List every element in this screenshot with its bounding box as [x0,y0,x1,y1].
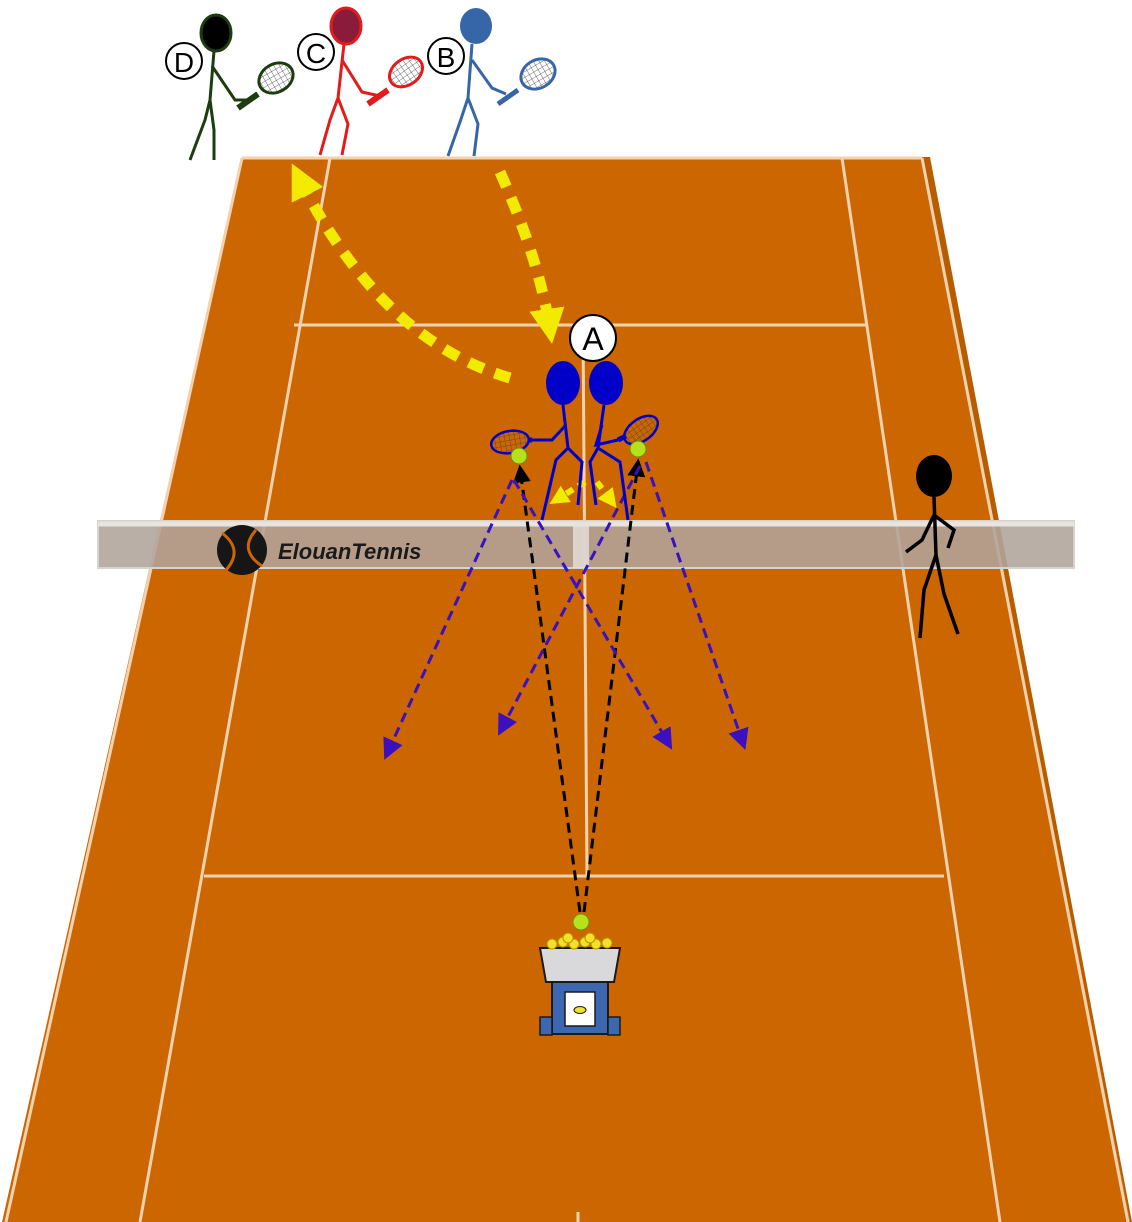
racket-icon [236,61,295,111]
arm [532,423,568,442]
shot-arrow-2 [512,479,673,750]
wheel-right [607,1016,621,1036]
player-d: D [165,13,295,161]
svg-text:A: A [582,321,604,357]
net [97,520,1075,569]
player-c: C [297,6,425,156]
coach-figure [904,455,960,639]
racket-icon [496,57,557,107]
player-b: B [427,8,557,157]
ball-backhand-contact [629,440,647,458]
rotation-arrow-b-to-a [494,169,565,344]
svg-text:B: B [437,42,456,73]
shot-arrow-1 [383,479,514,760]
ball-forehand-contact [510,447,528,465]
doubles-sideline-right [920,157,1130,1222]
player-a-label: A [569,314,617,362]
feed-arrow-forehand [513,464,582,913]
feed-arrow-backhand [582,458,646,913]
arm [593,424,619,448]
leg-right [597,446,630,521]
singles-sideline-left [138,157,332,1222]
brand-label: ElouanTennis [278,539,421,564]
racket-icon [616,414,660,446]
shot-arrow-4 [644,461,749,750]
player-a-backhand-figure [588,361,660,521]
balls-in-hopper [546,932,613,950]
player-d-label: D [165,42,203,80]
ball-being-fed [572,913,590,931]
svg-text:C: C [306,38,326,69]
rotation-arrow-a-to-back [291,163,512,384]
rotation-arrows [291,163,565,384]
wheel-left [539,1016,553,1036]
net-brand: ElouanTennis [217,525,421,575]
doubles-sideline-left [4,157,244,1222]
shot-arrows [383,461,749,760]
feed-arrows [513,458,646,913]
court [2,156,1132,1222]
player-a: A [489,314,660,521]
court-surface [2,157,1130,1222]
net-center-strap [573,522,589,568]
player-b-label: B [427,37,465,75]
center-service-line [581,324,589,877]
shot-arrow-3 [498,465,642,736]
leg-left [540,446,570,521]
court-lines [4,156,1130,1222]
split-arrow-right [594,480,617,509]
ball-hopper [538,947,622,983]
tennis-ball-logo-icon [217,525,267,575]
racket-icon [366,55,425,107]
singles-sideline-right [840,157,1002,1222]
machine-light [573,1006,587,1014]
player-c-label: C [297,33,335,71]
stick-figure-icon [916,455,952,497]
ball-machine-icon [538,913,622,1036]
player-b-figure [446,8,557,157]
svg-text:D: D [174,47,194,78]
player-d-figure [188,13,295,161]
head [546,361,580,405]
player-a-forehand-figure [489,361,584,521]
head [589,361,623,405]
player-c-figure [318,6,425,156]
